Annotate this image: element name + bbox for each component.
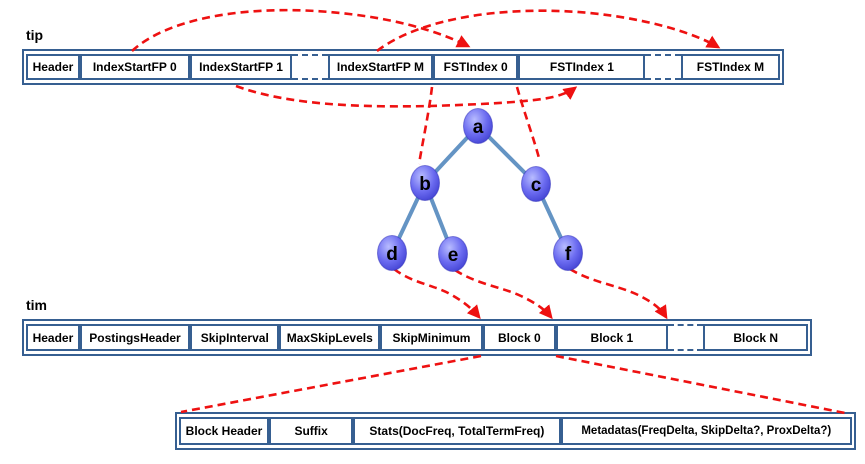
tim-cell-block-1: Block 1	[555, 324, 668, 351]
tree-node-f-label: f	[565, 244, 572, 265]
tip-cell-indexstartfp-1: IndexStartFP 1	[189, 54, 293, 80]
block-detail-row: Block Header Suffix Stats(DocFreq, Total…	[175, 412, 856, 450]
detail-cell-block-header: Block Header	[179, 417, 270, 445]
tip-cell-header: Header	[26, 54, 80, 80]
tip-cell-fstindex-0: FSTIndex 0	[432, 54, 519, 80]
tree-node-a-label: a	[473, 117, 484, 138]
tree-edge-b-e	[423, 181, 455, 256]
connector-indexstartfp1-to-fstindex1	[235, 84, 578, 108]
tip-ellipsis-gap-2	[645, 54, 681, 80]
detail-cell-suffix: Suffix	[269, 417, 354, 445]
tim-cell-skipminimum: SkipMinimum	[380, 324, 483, 351]
tree-node-b-label: b	[419, 174, 431, 195]
tree-edge-b-d	[390, 181, 427, 255]
tree-node-e: e	[438, 236, 468, 272]
connector-block0-fan-left	[180, 354, 482, 414]
tree-node-a: a	[463, 108, 493, 144]
tree-node-d: d	[377, 235, 407, 271]
tip-cell-fstindex-1: FSTIndex 1	[518, 54, 646, 80]
tip-ellipsis-gap-1	[292, 54, 329, 80]
connector-node-f-to-block1-end	[569, 267, 668, 320]
connector-indexstartfp0-to-fstindex0	[131, 8, 471, 52]
detail-cell-stats: Stats(DocFreq, TotalTermFreq)	[353, 417, 561, 445]
tim-file-label: tim	[26, 297, 47, 313]
tip-file-label: tip	[26, 27, 44, 43]
tim-ellipsis-gap	[668, 324, 704, 351]
tree-edge-a-c	[476, 124, 538, 186]
tree-node-c-label: c	[531, 175, 542, 196]
tim-cell-header: Header	[26, 324, 80, 351]
tim-cell-block-0: Block 0	[482, 324, 556, 351]
connector-indexstartfpm-to-fstindexm	[376, 9, 721, 53]
connector-fstindex0-to-node-b	[417, 86, 434, 165]
tim-cell-block-n: Block N	[703, 324, 809, 351]
detail-cell-metadatas: Metadatas(FreqDelta, SkipDelta?, ProxDel…	[560, 417, 852, 445]
tree-node-f: f	[553, 235, 583, 271]
tip-cell-indexstartfp-0: IndexStartFP 0	[79, 54, 190, 80]
connector-block0-fan-right	[555, 354, 846, 415]
tim-cell-postingsheader: PostingsHeader	[79, 324, 191, 351]
connector-node-e-to-block1	[454, 268, 553, 320]
tip-cell-fstindex-m: FSTIndex M	[680, 54, 780, 80]
tree-edge-a-b	[423, 124, 480, 185]
tree-edge-c-f	[534, 182, 570, 255]
tip-cell-indexstartfp-m: IndexStartFP M	[328, 54, 433, 80]
fst-tree: a b c d e f	[377, 108, 583, 272]
tree-node-e-label: e	[448, 245, 459, 266]
tip-row: Header IndexStartFP 0 IndexStartFP 1 Ind…	[22, 49, 784, 85]
connector-node-d-to-block0	[393, 267, 481, 320]
tim-cell-skipinterval: SkipInterval	[190, 324, 280, 351]
tim-row: Header PostingsHeader SkipInterval MaxSk…	[22, 319, 812, 356]
tree-node-d-label: d	[386, 244, 398, 265]
tree-node-b: b	[410, 165, 440, 201]
tree-node-c: c	[521, 166, 551, 202]
connector-fstindex1-to-node-c	[515, 86, 541, 159]
tim-cell-maxskiplevels: MaxSkipLevels	[279, 324, 381, 351]
